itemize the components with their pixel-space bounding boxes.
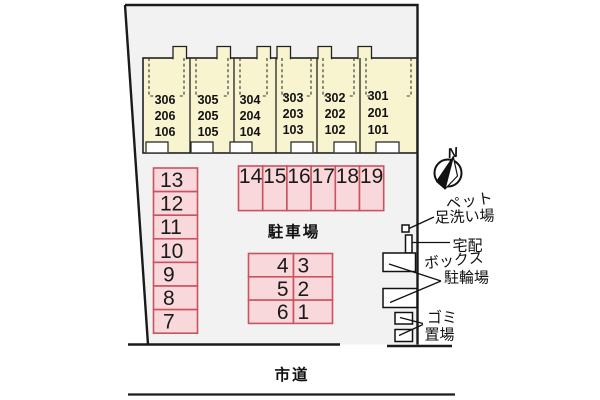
parking-space-number: 12 [160,193,183,216]
unit-number: 305 [198,93,219,107]
garbage-label-line1: ゴミ [427,309,457,327]
bicycle-parking: 駐輪場 [382,252,489,309]
parking-space-number: 18 [336,165,359,188]
entrance-notch [145,141,169,153]
parking-space [358,165,385,212]
unit-number: 301 [368,89,389,103]
property-boundary [123,3,452,348]
delivery-box-label-line1: 宅配 [453,238,483,255]
delivery-box: 宅配 ボックス [404,234,484,273]
entrance-notch [333,141,357,153]
entrance-notch [229,141,253,153]
unit-number: 306 [155,93,176,107]
parking-space-number: 14 [239,165,263,188]
parking-space-number: 5 [277,278,289,301]
pet-wash-box [401,224,410,233]
leader-line [408,216,435,230]
garbage-label-line2: 置場 [425,327,455,344]
parking-space [237,165,264,212]
unit-number: 203 [283,107,304,121]
parking-space [152,308,199,335]
building-outline [142,57,418,154]
delivery-box-fixture [404,234,413,254]
unit-number: 105 [198,125,219,139]
parking-space-number: 9 [163,263,175,286]
parking-space-number: 17 [312,165,335,188]
parking-space-number: 11 [160,216,182,239]
leader-line [398,316,424,337]
parking-space [292,299,334,325]
stair-protrusion [172,45,188,60]
stair-protrusion [256,45,272,60]
unit-number: 104 [240,125,261,139]
apartment-building: 306 206 106 305 205 105 304 204 104 303 … [142,45,418,154]
entrance-notch [375,141,400,153]
parking-space-number: 1 [298,301,310,324]
pet-wash-station: ペット 足洗い場 [401,190,495,233]
parking-space-number: 7 [163,311,175,334]
parking-space [152,261,199,287]
parking-space [152,285,199,311]
pet-wash-label-line2: 足洗い場 [434,208,495,227]
parking-space-number: 2 [298,278,310,301]
leader-line [388,263,442,304]
unit-number: 303 [283,91,304,105]
north-compass: N [433,144,463,190]
parking-left-column: 13 12 11 10 9 8 7 [152,167,199,335]
parking-space [310,165,337,212]
compass-needle-icon [444,156,459,190]
parking-space-number: 16 [287,165,310,188]
unit-number: 202 [325,107,346,121]
unit-number: 302 [325,91,346,105]
unit-number: 204 [240,109,261,123]
parking-space [334,165,361,212]
parking-space-number: 13 [160,169,183,192]
parking-space-number: 3 [298,255,310,278]
unit-number: 103 [283,123,304,137]
city-road-label: 市道 [274,365,309,384]
garbage-box [394,328,414,343]
entrance-notch [290,141,314,153]
parking-space-number: 10 [160,240,183,263]
parking-space-number: 4 [277,255,289,278]
unit-divider-lines [189,58,361,153]
bicycle-shed [382,252,417,273]
parking-space-number: 15 [263,165,286,188]
parking-space-number: 19 [360,165,383,188]
stair-protrusion [357,45,373,60]
unit-number: 102 [325,123,346,137]
unit-number: 205 [198,109,219,123]
unit-number: 206 [155,109,176,123]
stair-protrusion [216,45,232,60]
unit-number: 101 [368,123,389,137]
parking-lot-label: 駐車場 [268,222,321,241]
city-road: 市道 [128,365,455,396]
stair-protrusion [276,45,292,60]
garbage-area: ゴミ 置場 [394,309,457,344]
parking-space [286,165,312,212]
parking-space-number: 8 [163,287,175,310]
parking-space-number: 6 [277,301,289,324]
compass-north-label: N [446,144,460,162]
stair-protrusion [317,45,333,60]
bicycle-parking-label: 駐輪場 [444,270,489,287]
entrance-notch [190,141,214,153]
parking-top-row: 14 15 16 17 18 19 [237,165,385,212]
unit-number: 106 [155,125,176,139]
delivery-box-label-line2: ボックス [423,249,484,272]
stair-protrusions [172,45,373,60]
unit-number: 201 [368,106,389,120]
unit-number: 304 [240,93,261,107]
pet-wash-label-line1: ペット [445,190,495,214]
entrance-notches [145,141,400,153]
unit-room-numbers: 306 206 106 305 205 105 304 204 104 303 … [155,89,389,139]
parking-center-grid: 4 3 5 2 6 1 [247,252,334,325]
